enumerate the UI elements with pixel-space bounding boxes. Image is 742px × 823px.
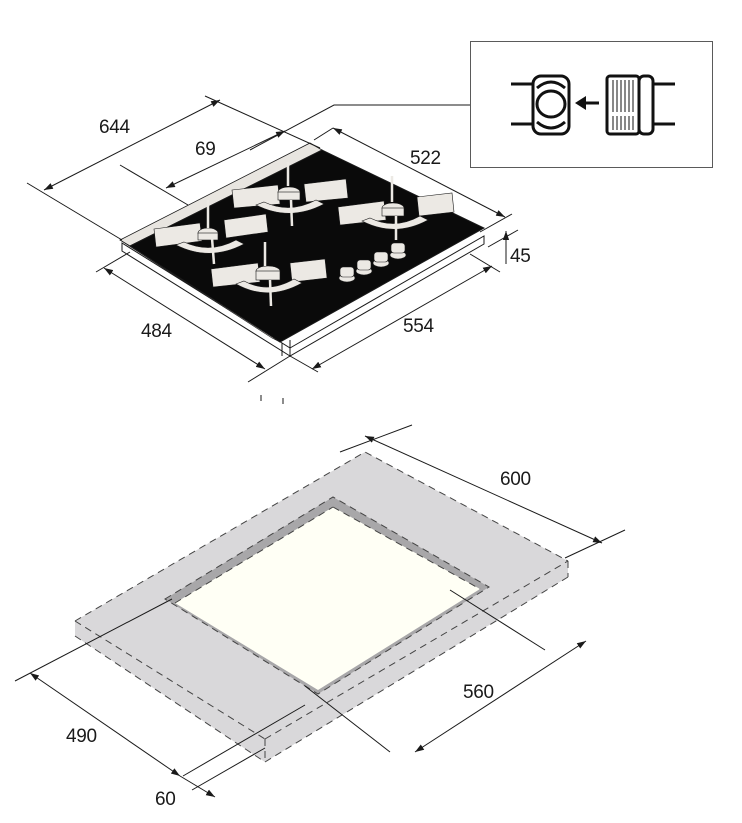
fitting-detail-inset (470, 41, 713, 168)
cutout-illustration (74, 451, 569, 763)
arrow-left-icon (575, 96, 599, 110)
knob-2 (355, 259, 373, 276)
dim-front-margin-label: 60 (155, 789, 176, 810)
dim-body-depth-label: 484 (141, 321, 172, 342)
knob-4 (389, 242, 407, 260)
dim-total-depth-label: 644 (99, 117, 130, 138)
dim-cutout-width-label: 560 (463, 682, 494, 703)
knob-1 (338, 266, 356, 283)
dim-cutout-depth-label: 490 (66, 726, 97, 747)
threaded-fitting-icon (605, 74, 675, 136)
dim-rear-offset-label: 69 (195, 139, 216, 160)
burner-rear-left (153, 200, 269, 265)
hob-dimension-lines (26, 95, 519, 404)
dim-body-width-label: 554 (403, 316, 434, 337)
dim-worktop-depth-label: 600 (500, 469, 531, 490)
burner-rear-center (231, 162, 349, 227)
hex-nut-icon (511, 74, 571, 136)
dim-glass-depth-label: 522 (410, 148, 441, 169)
cutout-dimension-lines (14, 424, 626, 798)
dim-height-label: 45 (510, 246, 531, 267)
knob-3 (372, 251, 390, 268)
